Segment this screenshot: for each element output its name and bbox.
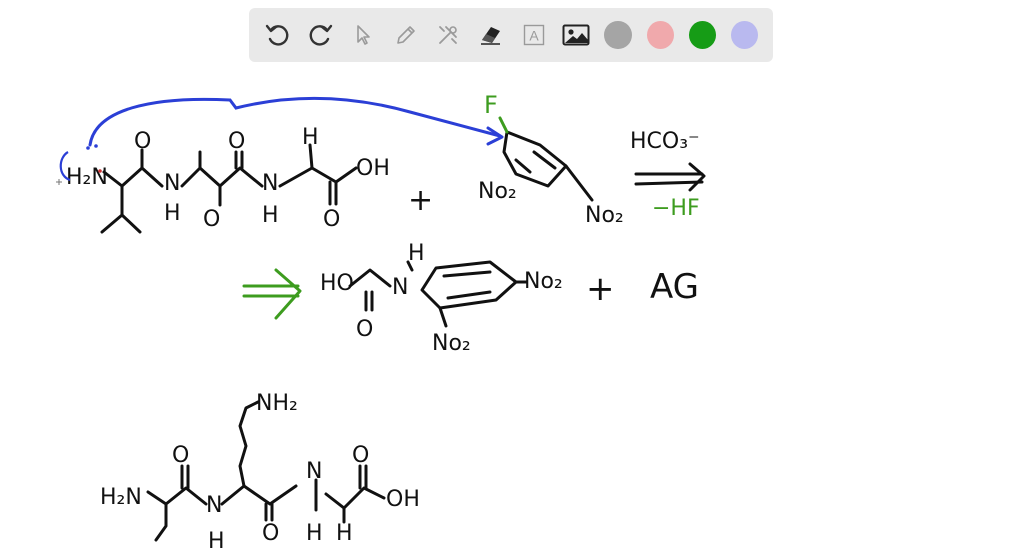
product-nitro-label-right: No₂	[524, 269, 563, 294]
hydrogen-label-2: H	[262, 203, 279, 228]
svg-text:A: A	[529, 28, 539, 44]
electron-pair-annotation	[59, 144, 102, 182]
tripeptide-hydrogen-label-3: H	[336, 521, 353, 546]
nh-bond	[406, 260, 414, 272]
tripeptide-carbonyl-2	[264, 502, 274, 522]
peptide-backbone-1	[102, 166, 164, 188]
fluorine-label: F	[484, 91, 498, 119]
text-box-icon: A	[523, 24, 544, 46]
attack-arrow	[88, 96, 504, 147]
product-nitro-label-bottom: No₂	[432, 331, 471, 356]
tripeptide-hydrogen-label-2: H	[306, 521, 323, 546]
tripeptide-side-chain-1	[154, 502, 168, 542]
fluorine-bond	[498, 116, 509, 134]
tripeptide-hydrogen-label-1: H	[208, 529, 225, 548]
nitrogen-label-2: N	[262, 171, 278, 196]
drawing-toolbar: A	[249, 8, 773, 62]
tripeptide-backbone-2	[220, 484, 298, 506]
oxygen-label-3: O	[203, 207, 220, 232]
benzene-ring	[502, 130, 568, 188]
select-tool[interactable]	[348, 20, 377, 50]
oxygen-label-1: O	[134, 129, 151, 154]
tripeptide-oxygen-label-2: O	[262, 521, 279, 546]
nitro-label-a: No₂	[478, 179, 517, 204]
tripeptide	[146, 400, 386, 542]
isopropyl-side-chain	[100, 184, 142, 234]
nitro-label-b: No₂	[585, 203, 624, 228]
tripeptide-oxygen-label-1: O	[172, 443, 189, 468]
nitro-bond	[564, 164, 594, 202]
plus-sign-1: +	[408, 183, 433, 218]
tripeptide-backbone-3	[324, 486, 386, 510]
peptide-backbone-2	[180, 166, 264, 188]
redo-button[interactable]	[306, 20, 335, 50]
pencil-icon	[396, 26, 415, 44]
tripeptide-backbone-1	[146, 486, 208, 506]
tripeptide-labels: NH₂ H₂N O N H O N H H O OH	[100, 391, 420, 548]
undo-button[interactable]	[263, 20, 292, 50]
product-oxygen-label: O	[356, 317, 373, 342]
peptide-backbone-3	[278, 166, 358, 188]
tripeptide-oxygen-label-3: O	[352, 443, 369, 468]
image-icon	[562, 24, 590, 46]
tripeptide-carbonyl-1	[180, 464, 190, 490]
oxygen-label-4: O	[323, 207, 340, 232]
tripeptide-hydroxyl-label: OH	[386, 487, 420, 512]
dnp-product	[348, 260, 528, 328]
color-swatch-gray[interactable]	[604, 21, 632, 49]
lysine-amine-label: NH₂	[256, 391, 298, 416]
amine-label: H₂N	[66, 165, 108, 190]
color-swatch-green[interactable]	[688, 21, 716, 49]
product-nitrogen-label: N	[392, 275, 408, 300]
pen-tool[interactable]	[391, 20, 420, 50]
product-ring-double-bonds	[442, 270, 492, 300]
eraser-icon	[480, 27, 500, 45]
image-tool[interactable]	[562, 20, 591, 50]
reaction-arrow	[634, 162, 706, 192]
product-chain	[348, 268, 392, 288]
product-benzene-ring	[420, 260, 518, 310]
product-hydroxyl-label: HO	[320, 271, 354, 296]
color-swatch-pink[interactable]	[646, 21, 674, 49]
hydrogen-label-top: H	[302, 125, 319, 150]
hydroxyl-label: OH	[356, 156, 390, 181]
product-hydrogen-label: H	[408, 241, 425, 266]
tripeptide-nitrogen-label-1: N	[206, 493, 222, 518]
carbonyl-bonds-2	[218, 150, 244, 207]
oxygen-label-2: O	[228, 129, 245, 154]
lysine-side-chain	[238, 400, 260, 488]
pointer-icon	[357, 25, 370, 45]
tools-menu[interactable]	[434, 20, 463, 50]
reactant-peptide	[100, 143, 358, 234]
tripeptide-terminal-bonds	[342, 464, 368, 524]
dipeptide-ag-label: AG	[650, 267, 699, 307]
condition-bicarbonate: HCO₃⁻	[630, 129, 700, 154]
ring-double-bonds	[514, 150, 557, 174]
condition-minus-hf: −HF	[652, 196, 700, 221]
crosshair-cursor-icon	[56, 179, 62, 185]
product-carbonyl	[364, 290, 374, 312]
tripeptide-nitrogen-label-2: N	[306, 459, 322, 484]
reactant-peptide-labels: H₂N O N H O O N H H OH O	[66, 125, 390, 232]
tripeptide-amine-label: H₂N	[100, 485, 142, 510]
tools-icon	[439, 26, 458, 44]
undo-icon	[265, 24, 288, 46]
dinitrofluorobenzene	[502, 130, 594, 202]
hydrogen-label-1: H	[164, 201, 181, 226]
glycine-bonds	[308, 143, 338, 206]
result-arrow	[242, 268, 302, 320]
plus-sign-2: +	[586, 269, 615, 309]
redo-icon	[309, 24, 333, 46]
eraser-tool[interactable]	[476, 20, 505, 50]
text-tool[interactable]: A	[519, 20, 548, 50]
dnp-product-labels: HO O N H No₂ No₂	[320, 241, 563, 356]
nitrogen-label-1: N	[164, 171, 180, 196]
product-nitro-bonds	[438, 280, 528, 328]
color-swatch-lavender[interactable]	[730, 21, 758, 49]
